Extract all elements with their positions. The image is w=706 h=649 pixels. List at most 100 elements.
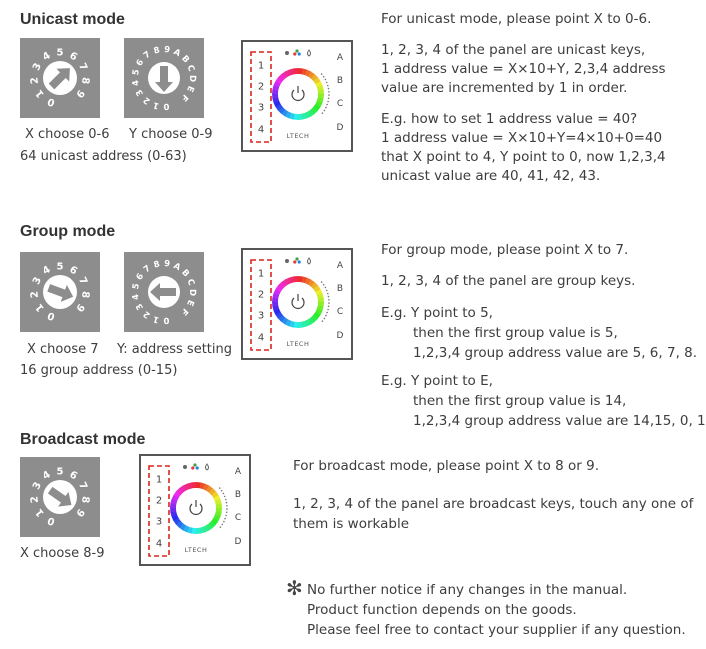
- dial-digit: 1: [152, 313, 161, 324]
- color-wheel-segment: [307, 109, 315, 117]
- brand-label: LTECH: [287, 340, 310, 348]
- dial-digit: D: [187, 289, 197, 296]
- panel-key-C: C: [235, 513, 241, 523]
- color-wheel-segment: [308, 71, 315, 79]
- color-wheel-segment: [170, 503, 177, 508]
- color-wheel-segment: [288, 112, 295, 120]
- color-wheel-segment: [317, 89, 324, 95]
- color-wheel-segment: [211, 518, 219, 525]
- unicast-line: that X point to 4, Y point to 0, now 1,2…: [381, 149, 666, 165]
- color-icon: [293, 52, 297, 56]
- brightness-dot: [322, 75, 325, 78]
- color-wheel-segment: [213, 514, 221, 522]
- dashed-keys-box: [250, 51, 272, 143]
- sun-icon: [183, 465, 187, 469]
- color-wheel-segment: [191, 482, 197, 489]
- color-wheel-segment: [316, 85, 324, 91]
- color-icon: [297, 260, 301, 264]
- color-wheel-segment: [315, 308, 323, 316]
- panel-key-3: 3: [258, 311, 264, 322]
- color-wheel-segment: [176, 487, 184, 496]
- color-wheel-segment: [313, 312, 321, 319]
- color-wheel-segment: [199, 526, 205, 534]
- panel-key-4: 4: [258, 333, 264, 344]
- dial-digit: 2: [29, 496, 41, 504]
- brightness-dot: [328, 94, 330, 96]
- color-wheel-segment: [214, 499, 222, 505]
- brightness-dot: [323, 317, 326, 320]
- color-wheel-segment: [301, 68, 308, 76]
- broadcast-line: them is workable: [293, 516, 410, 532]
- dial-digit: F: [178, 306, 189, 317]
- dial-digit: 8: [79, 496, 91, 504]
- brightness-dot: [327, 97, 330, 100]
- notice-line: Product function depends on the goods.: [307, 602, 577, 618]
- panel-key-3: 3: [156, 517, 162, 528]
- color-wheel-segment: [196, 482, 201, 489]
- dial-digit: 4: [41, 264, 53, 277]
- color-wheel-segment: [173, 491, 181, 498]
- dial-digit: 9: [164, 259, 171, 270]
- notice-star-icon: ✻: [286, 576, 303, 600]
- dial-digit: E: [184, 298, 196, 307]
- panel-key-2: 2: [258, 290, 264, 301]
- brightness-dot: [224, 517, 226, 520]
- dial-digit: 3: [31, 275, 44, 286]
- dial-digit: 6: [67, 469, 79, 482]
- sun-icon: [285, 51, 289, 55]
- dial-digit: C: [185, 64, 197, 73]
- brightness-dot: [326, 103, 328, 106]
- dial-digit: 3: [134, 87, 146, 97]
- color-wheel-segment: [316, 305, 324, 312]
- dial-digit: 5: [57, 467, 64, 478]
- color-wheel-segment: [313, 285, 321, 293]
- color-wheel-segment: [272, 297, 279, 302]
- brightness-dot: [219, 526, 222, 528]
- brightness-dot: [320, 281, 323, 283]
- color-wheel-segment: [170, 507, 177, 513]
- color-icon: [195, 466, 199, 470]
- brightness-dot: [321, 320, 324, 322]
- brightness-dot: [327, 84, 329, 87]
- group-line: then the first group value is 5,: [413, 325, 618, 341]
- color-wheel-segment: [297, 321, 303, 328]
- dial-digit: F: [178, 92, 189, 103]
- x-caption-group: X choose 7: [27, 342, 99, 357]
- color-wheel-segment: [293, 321, 298, 328]
- color-wheel-segment: [278, 73, 286, 82]
- color-wheel-segment: [301, 320, 307, 328]
- panel-key-D: D: [337, 123, 344, 133]
- color-wheel-segment: [317, 297, 324, 303]
- group-line: 1,2,3,4 group address value are 5, 6, 7,…: [413, 345, 698, 361]
- color-wheel-segment: [284, 111, 292, 119]
- dial-digit: 2: [142, 94, 153, 106]
- color-wheel-segment: [316, 293, 324, 299]
- brightness-dot: [223, 495, 226, 498]
- color-wheel-segment: [182, 525, 190, 533]
- x-caption-unicast: X choose 0-6: [25, 127, 110, 142]
- group-line: then the first group value is 14,: [413, 393, 627, 409]
- color-wheel-segment: [175, 520, 184, 528]
- brightness-dot: [325, 81, 328, 84]
- color-wheel-segment: [277, 106, 286, 114]
- panel-key-4: 4: [258, 125, 264, 136]
- brightness-dot: [328, 299, 330, 301]
- color-wheel-segment: [272, 84, 280, 91]
- notice-line: No further notice if any changes in the …: [307, 582, 628, 598]
- dial-digit: 9: [73, 87, 86, 99]
- brightness-dot: [327, 100, 329, 103]
- brightness-dot: [323, 109, 326, 112]
- color-wheel-segment: [281, 317, 288, 325]
- color-icon: [297, 52, 301, 56]
- dial-digit: 5: [131, 69, 142, 77]
- dial-arrow-icon: [155, 66, 173, 92]
- color-wheel-segment: [199, 482, 206, 490]
- brightness-dot: [327, 305, 330, 308]
- color-wheel-segment: [289, 276, 295, 284]
- group-line: For group mode, please point X to 7.: [381, 242, 629, 258]
- brightness-dot: [327, 295, 330, 298]
- color-wheel-segment: [317, 302, 324, 307]
- unicast-line: unicast value are 40, 41, 42, 43.: [381, 168, 601, 184]
